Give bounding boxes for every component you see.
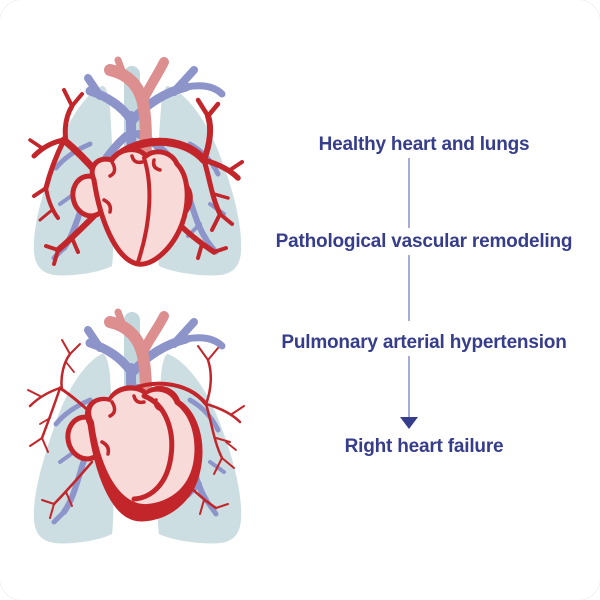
arrow-down-icon	[400, 417, 418, 429]
stage-label-hypertension: Pulmonary arterial hypertension	[281, 332, 567, 353]
failing-heart-lungs-illustration	[14, 292, 259, 550]
connector-line	[408, 158, 410, 228]
healthy-heart-lungs-illustration	[14, 24, 259, 282]
failing-heart-lungs-icon	[27, 308, 245, 544]
stage-label-healthy: Healthy heart and lungs	[318, 134, 530, 155]
connector-line	[408, 255, 410, 321]
healthy-heart-lungs-icon	[28, 56, 244, 276]
stage-label-remodeling: Pathological vascular remodeling	[275, 231, 573, 252]
connector-line	[408, 356, 410, 417]
stage-label-failure: Right heart failure	[344, 436, 504, 457]
